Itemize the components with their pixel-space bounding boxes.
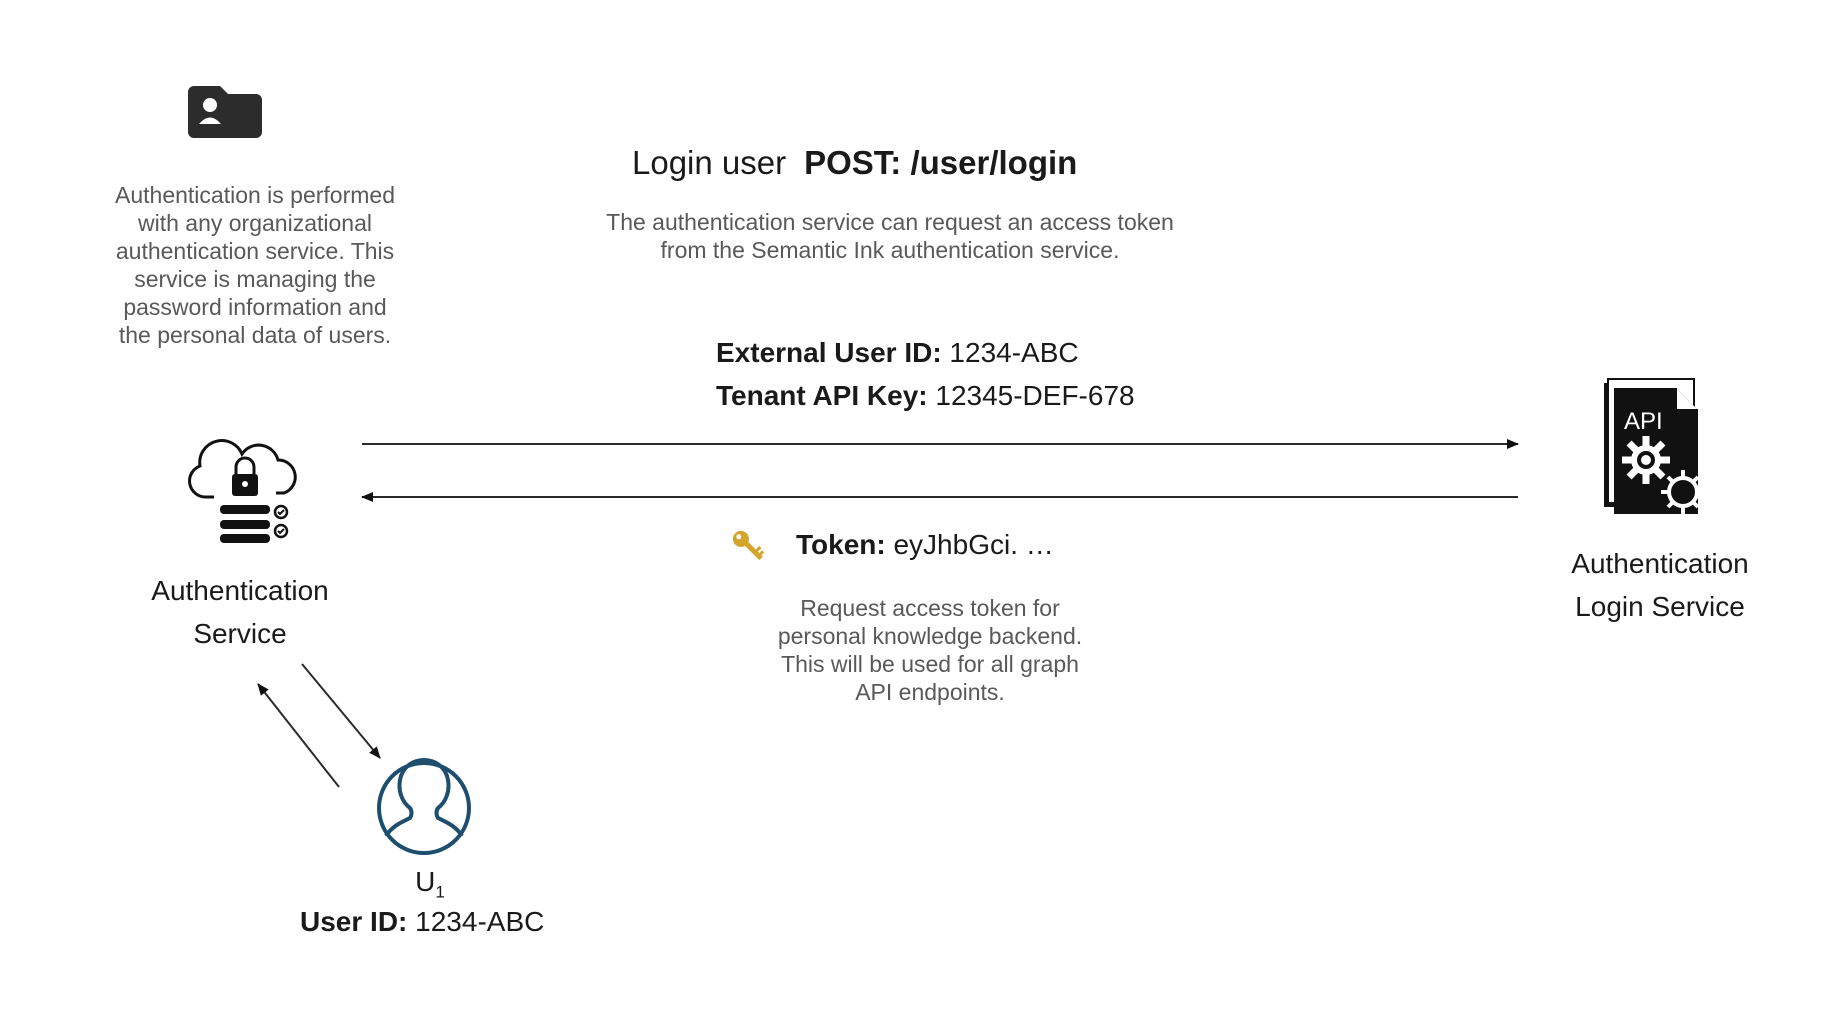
key-icon	[732, 530, 765, 561]
user-id-value: 1234-ABC	[415, 906, 545, 937]
user-name: U1	[400, 866, 460, 903]
auth-service-label-line1: Authentication	[151, 575, 329, 606]
api-badge-text: API	[1624, 408, 1663, 435]
login-description: The authentication service can request a…	[606, 209, 1174, 263]
to-auth-service-arrow	[257, 683, 340, 788]
user-name-subscript: 1	[435, 882, 445, 902]
user-name-letter: U	[415, 866, 436, 897]
auth-service-label: Authentication Service	[120, 569, 360, 655]
user-id-label: User ID:	[300, 906, 408, 937]
endpoint-title: Login user POST: /user/login	[632, 144, 1077, 182]
token-description: Request access token for personal knowle…	[777, 595, 1083, 705]
title-prefix: Login user	[632, 144, 787, 181]
user-folder-icon	[188, 86, 262, 138]
login-service-label-line1: Authentication	[1571, 548, 1749, 579]
user-id: User ID: 1234-ABC	[300, 906, 544, 938]
token-label: Token:	[796, 529, 886, 560]
to-user-arrow	[301, 663, 381, 759]
title-endpoint: POST: /user/login	[804, 144, 1078, 181]
token: Token: eyJhbGci. …	[796, 529, 1054, 561]
api-document-gear-icon: API	[1604, 378, 1705, 514]
tenant-api-key: Tenant API Key: 12345-DEF-678	[716, 380, 1135, 412]
cloud-lock-server-icon	[188, 439, 297, 543]
auth-service-label-line2: Service	[193, 618, 287, 649]
user-circle-icon	[377, 757, 471, 855]
auth-service-description: Authentication is performed with any org…	[115, 182, 395, 348]
external-user-id-value: 1234-ABC	[949, 337, 1079, 368]
tenant-api-key-value: 12345-DEF-678	[935, 380, 1135, 411]
token-value: eyJhbGci. …	[893, 529, 1054, 560]
tenant-api-key-label: Tenant API Key:	[716, 380, 928, 411]
external-user-id-label: External User ID:	[716, 337, 942, 368]
external-user-id: External User ID: 1234-ABC	[716, 337, 1079, 369]
login-service-label-line2: Login Service	[1575, 591, 1745, 622]
login-service-label: Authentication Login Service	[1540, 542, 1780, 628]
